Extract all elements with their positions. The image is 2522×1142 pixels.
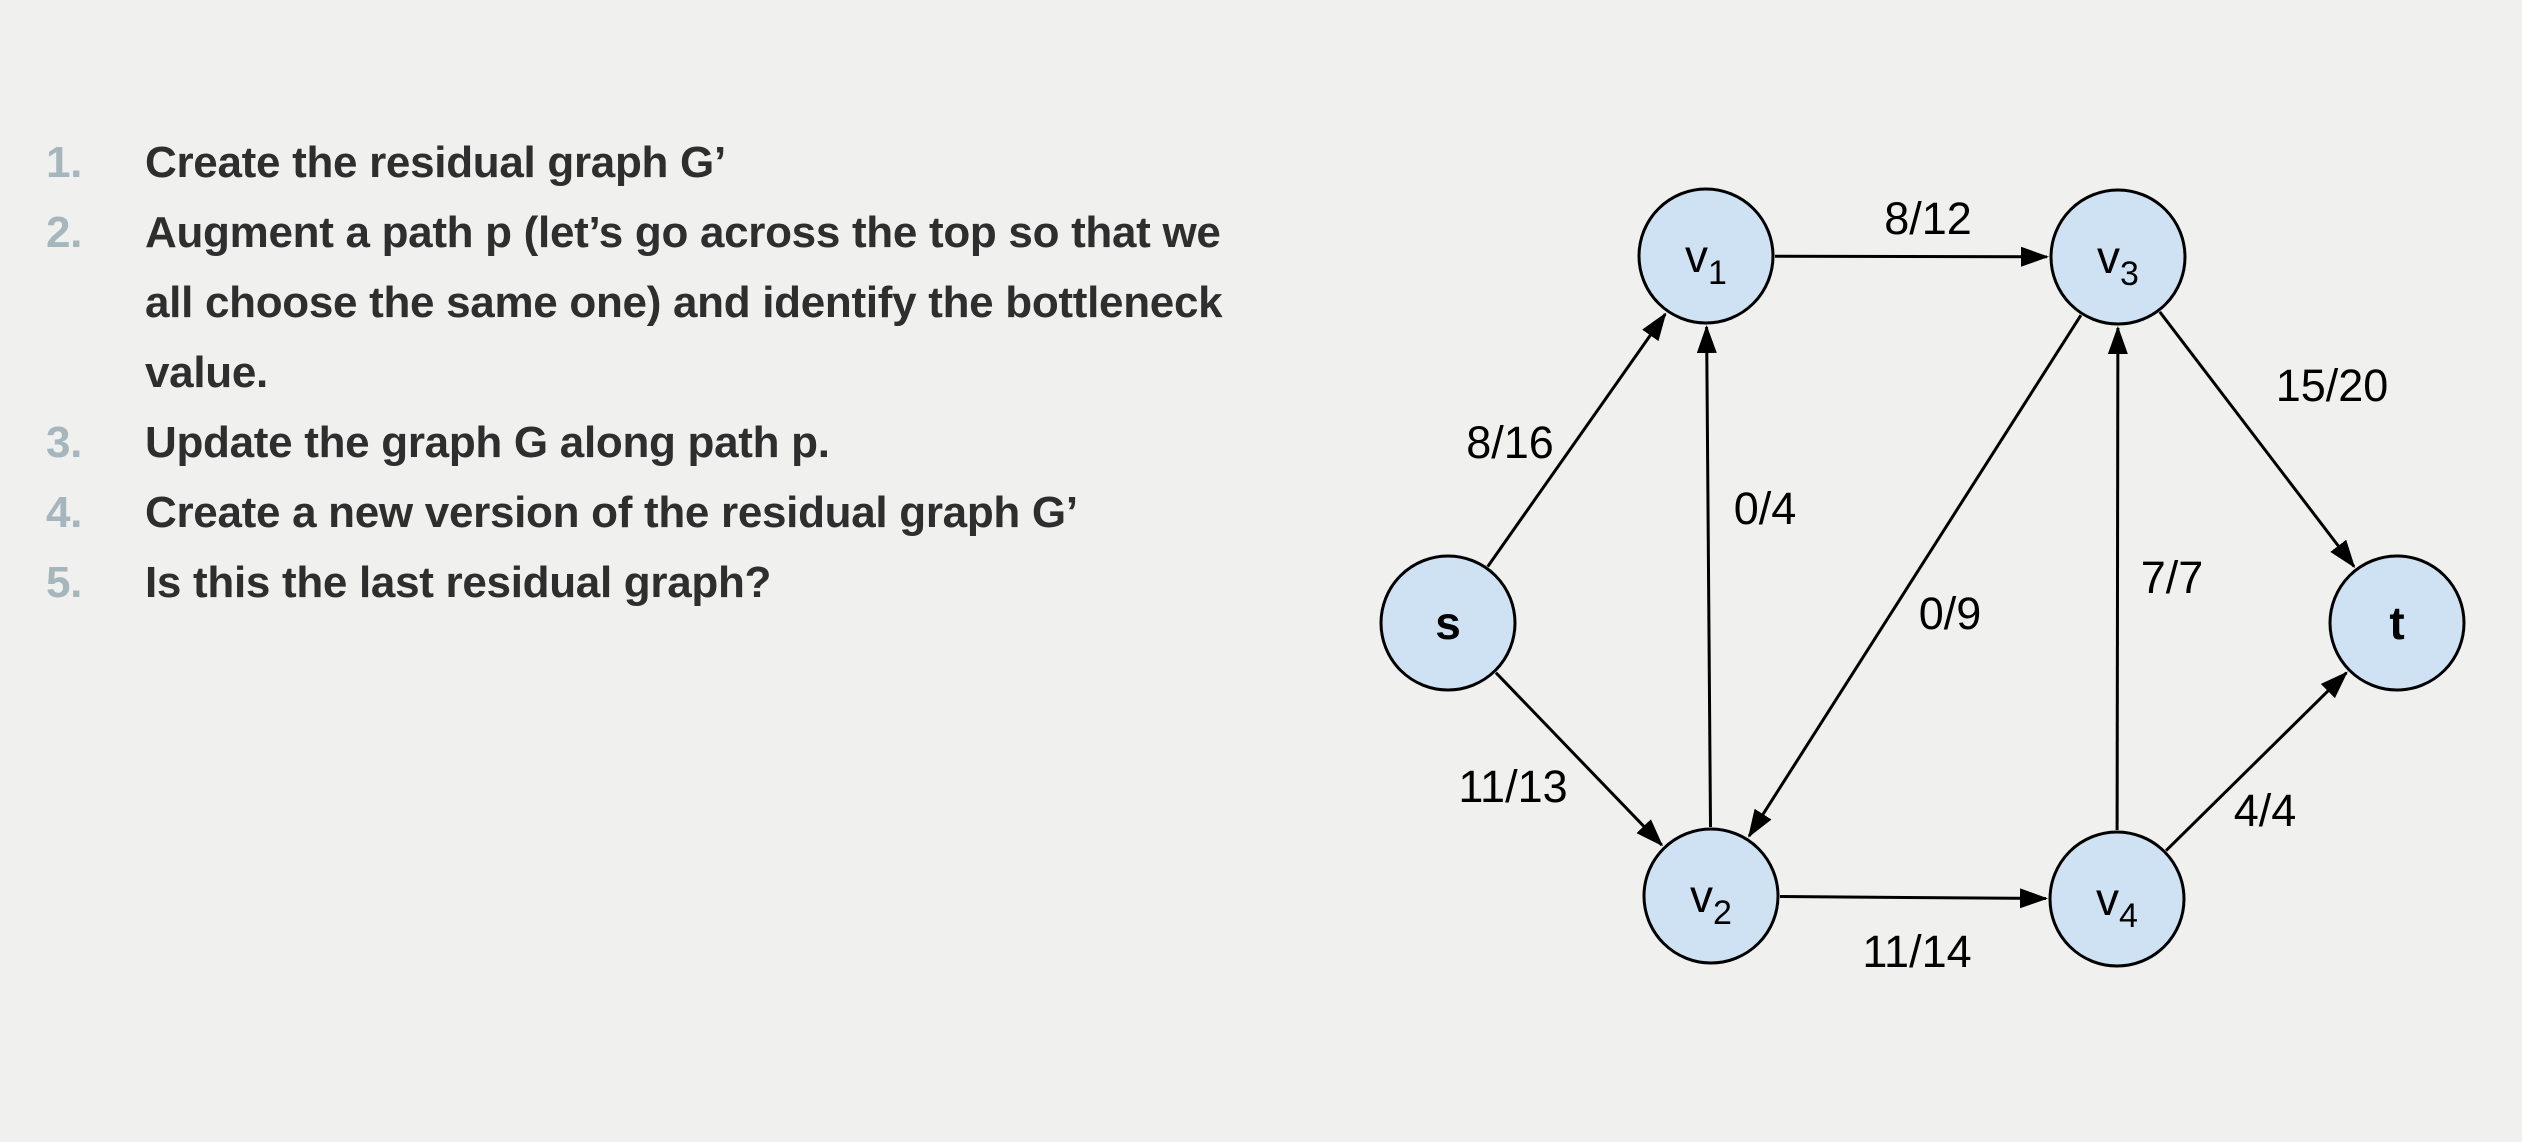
graph-edge-v2-v1 bbox=[1696, 325, 1717, 828]
text-line: value. bbox=[145, 348, 268, 397]
edge-label-v2-v4: 11/14 bbox=[1862, 926, 1971, 977]
graph-edge-s-v1 bbox=[1486, 312, 1667, 568]
instruction-list: 1. Create the residual graph G’ 2. Augme… bbox=[46, 128, 1223, 618]
list-item-text: Update the graph G along path p. bbox=[145, 408, 830, 478]
list-item-number: 3. bbox=[46, 418, 83, 467]
edge-label-v1-v3: 8/12 bbox=[1884, 193, 1972, 244]
node-label-v3: v3 bbox=[2097, 231, 2139, 293]
graph-edge-v2-v4 bbox=[1779, 888, 2048, 909]
list-item-1: 1. Create the residual graph G’ bbox=[46, 128, 1222, 198]
text-line: Augment a path p (let’s go across the to… bbox=[145, 208, 1221, 257]
edge-label-v4-v3: 7/7 bbox=[2141, 552, 2204, 603]
node-label-t: t bbox=[2389, 597, 2404, 649]
graph-node-t bbox=[2328, 554, 2466, 692]
text-line: all choose the same one) and identify th… bbox=[145, 278, 1223, 327]
graph-node-v3 bbox=[2049, 188, 2187, 326]
text-line: Create the residual graph G’ bbox=[145, 138, 726, 187]
graph-edge-s-v2 bbox=[1494, 671, 1664, 847]
text-line: Update the graph G along path p. bbox=[145, 418, 830, 467]
graph-edge-v3-t bbox=[2158, 310, 2356, 569]
text-line: Is this the last residual graph? bbox=[145, 558, 772, 607]
list-item-3: 3. Update the graph G along path p. bbox=[46, 408, 1222, 478]
list-item-number: 5. bbox=[46, 558, 83, 607]
list-item-number: 2. bbox=[46, 208, 83, 257]
edge-label-s-v2: 11/13 bbox=[1458, 761, 1567, 812]
list-item-number: 1. bbox=[46, 138, 83, 187]
edge-label-v2-v1: 0/4 bbox=[1734, 483, 1797, 534]
graph-node-v4 bbox=[2048, 830, 2186, 968]
graph-node-v2 bbox=[1642, 827, 1780, 965]
list-item-text: Is this the last residual graph? bbox=[145, 548, 771, 618]
node-label-s: s bbox=[1435, 597, 1461, 649]
list-item-number: 4. bbox=[46, 488, 83, 537]
graph-edge-v4-t bbox=[2165, 671, 2348, 852]
text-line: Create a new version of the residual gra… bbox=[145, 488, 1078, 537]
graph-edge-v4-v3 bbox=[2107, 326, 2128, 831]
list-item-4: 4. Create a new version of the residual … bbox=[46, 478, 1222, 548]
edge-label-v3-t: 15/20 bbox=[2276, 360, 2389, 411]
graph-edge-v1-v3 bbox=[1774, 246, 2049, 267]
edge-label-v4-t: 4/4 bbox=[2234, 785, 2297, 836]
list-item-text: Augment a path p (let’s go across the to… bbox=[145, 198, 1223, 408]
edge-label-s-v1: 8/16 bbox=[1466, 417, 1554, 468]
edge-label-v3-v2: 0/9 bbox=[1919, 588, 1982, 639]
graph-node-v1 bbox=[1637, 187, 1775, 325]
list-item-5: 5. Is this the last residual graph? bbox=[46, 548, 1222, 618]
graph-edge-v3-v2 bbox=[1747, 314, 2083, 838]
graph-node-s bbox=[1379, 554, 1517, 692]
list-item-text: Create the residual graph G’ bbox=[145, 128, 726, 198]
list-item-text: Create a new version of the residual gra… bbox=[145, 478, 1078, 548]
list-item-2: 2. Augment a path p (let’s go across the… bbox=[46, 198, 1223, 408]
